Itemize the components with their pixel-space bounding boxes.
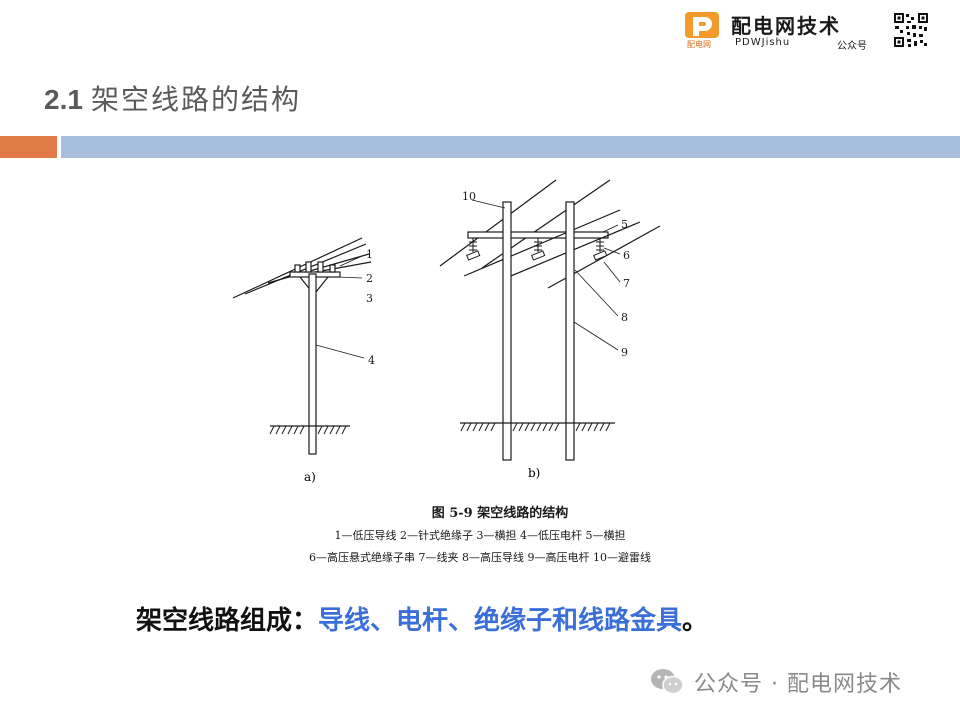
qr-code-icon <box>893 12 929 48</box>
summary-lead: 架空线路组成： <box>136 606 319 636</box>
callout-5: 5 <box>621 218 628 231</box>
accent-bar-blue <box>61 136 960 158</box>
figure-caption: 图 5-9 架空线路的结构 <box>431 506 569 521</box>
brand-header: 配电网 配电网技术 PDWJishu 公众号 <box>683 8 933 52</box>
callout-2: 2 <box>366 272 373 285</box>
summary-end: 。 <box>682 606 709 636</box>
callout-9: 9 <box>621 346 628 359</box>
wechat-icon <box>651 669 684 695</box>
brand-account-label: 公众号 <box>837 41 867 52</box>
diagram-b-high-voltage-line <box>439 179 661 461</box>
callout-3: 3 <box>366 292 373 305</box>
diagram-a-label: a) <box>304 470 316 484</box>
callout-10: 10 <box>462 190 476 203</box>
summary-components: 导线、电杆、绝缘子和线路金具 <box>318 606 683 636</box>
callout-6: 6 <box>623 249 630 262</box>
callout-4: 4 <box>368 354 375 367</box>
section-title: 架空线路的结构 <box>90 83 301 116</box>
summary-sentence: 架空线路组成：导线、电杆、绝缘子和线路金具。 <box>136 600 708 637</box>
brand-pinyin: PDWJishu <box>735 37 791 48</box>
callout-1: 1 <box>366 248 373 261</box>
accent-bar-orange <box>0 136 57 158</box>
overhead-line-diagram: 1 2 3 4 5 6 7 8 9 10 <box>232 179 661 461</box>
callout-8: 8 <box>621 311 628 324</box>
brand-logo-caption: 配电网 <box>687 40 711 49</box>
figure-legend-line-2: 6—高压悬式绝缘子串 7—线夹 8—高压导线 9—高压电杆 10—避雷线 <box>309 551 651 564</box>
watermark-text: 公众号 · 配电网技术 <box>694 672 902 697</box>
brand-logo-icon <box>685 12 719 38</box>
callout-7: 7 <box>623 277 630 290</box>
diagram-b-label: b) <box>528 466 541 480</box>
figure-legend-line-1: 1—低压导线 2—针式绝缘子 3—横担 4—低压电杆 5—横担 <box>334 529 626 542</box>
diagram-a-low-voltage-pole <box>232 237 372 455</box>
brand-name: 配电网技术 <box>731 14 841 38</box>
section-number: 2.1 <box>44 84 83 115</box>
wechat-watermark: 公众号 · 配电网技术 <box>650 666 902 698</box>
